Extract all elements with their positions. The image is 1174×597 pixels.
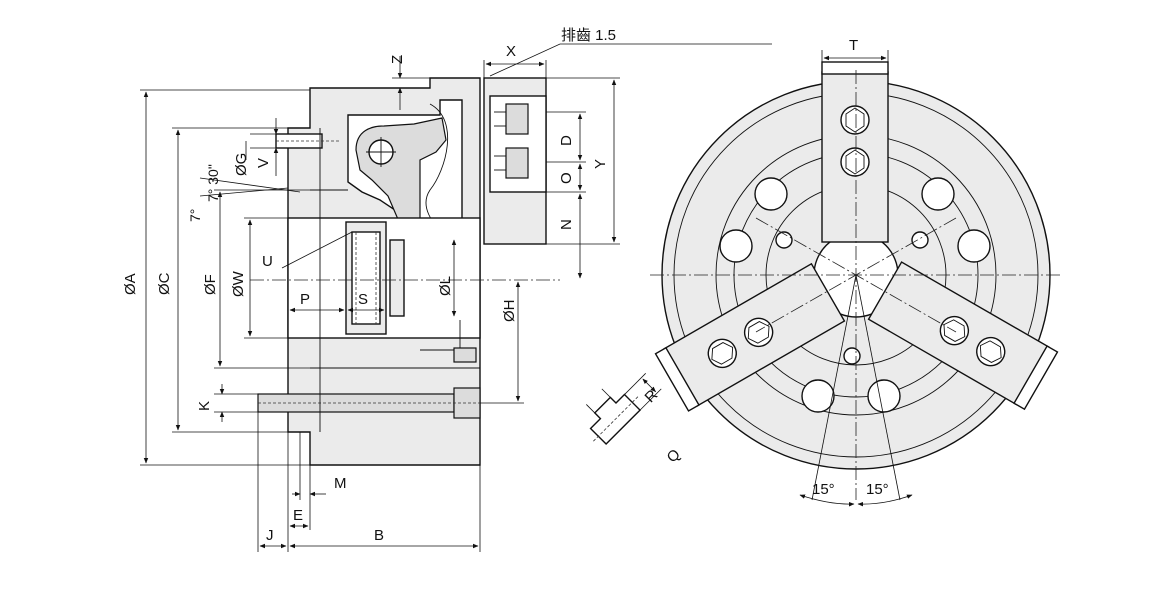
jaw-bolt-2 bbox=[505, 147, 529, 179]
label-G: ØG bbox=[233, 153, 250, 176]
label-H: ØH bbox=[501, 300, 518, 323]
label-K: K bbox=[196, 401, 213, 411]
label-T: T bbox=[849, 37, 858, 54]
label-Q: Q bbox=[664, 446, 684, 466]
label-15a: 15° bbox=[812, 481, 835, 498]
grease-plug bbox=[453, 347, 477, 363]
label-C: ØC bbox=[156, 272, 173, 295]
label-U: U bbox=[262, 253, 273, 270]
mounting-holes bbox=[719, 177, 991, 413]
label-angle1: 7° 30" bbox=[205, 164, 221, 202]
label-N: N bbox=[558, 219, 575, 230]
label-P: P bbox=[300, 291, 310, 308]
label-chamfer: 排齒 1.5 bbox=[561, 27, 616, 44]
label-R: R bbox=[642, 386, 662, 406]
label-15b: 15° bbox=[866, 481, 889, 498]
label-O: O bbox=[558, 172, 575, 184]
bore-sleeve bbox=[389, 239, 405, 317]
jaw-tooth-detail bbox=[586, 373, 662, 446]
label-M: M bbox=[334, 475, 347, 492]
label-D: D bbox=[558, 135, 575, 146]
label-Z: Z bbox=[389, 55, 406, 64]
label-angle2: 7° bbox=[187, 209, 203, 222]
master-jaw-top bbox=[821, 61, 889, 243]
label-E: E bbox=[293, 507, 303, 524]
label-V: V bbox=[255, 158, 272, 168]
front-view: T 15° 15° bbox=[650, 37, 1062, 507]
label-L: ØL bbox=[437, 276, 454, 296]
side-section-view: 排齒 1.5 X Z V ØG 7° 30" 7° D O N Y U ØA Ø… bbox=[122, 27, 772, 552]
jaw-bolt-1 bbox=[505, 103, 529, 135]
label-F: ØF bbox=[202, 274, 219, 295]
mounting-bolt-head bbox=[453, 387, 481, 419]
label-X: X bbox=[506, 43, 516, 60]
label-B: B bbox=[374, 527, 384, 544]
label-J: J bbox=[266, 527, 274, 544]
label-A: ØA bbox=[122, 273, 139, 295]
label-S: S bbox=[358, 291, 368, 308]
label-W: ØW bbox=[230, 270, 247, 297]
label-Y: Y bbox=[592, 159, 609, 169]
